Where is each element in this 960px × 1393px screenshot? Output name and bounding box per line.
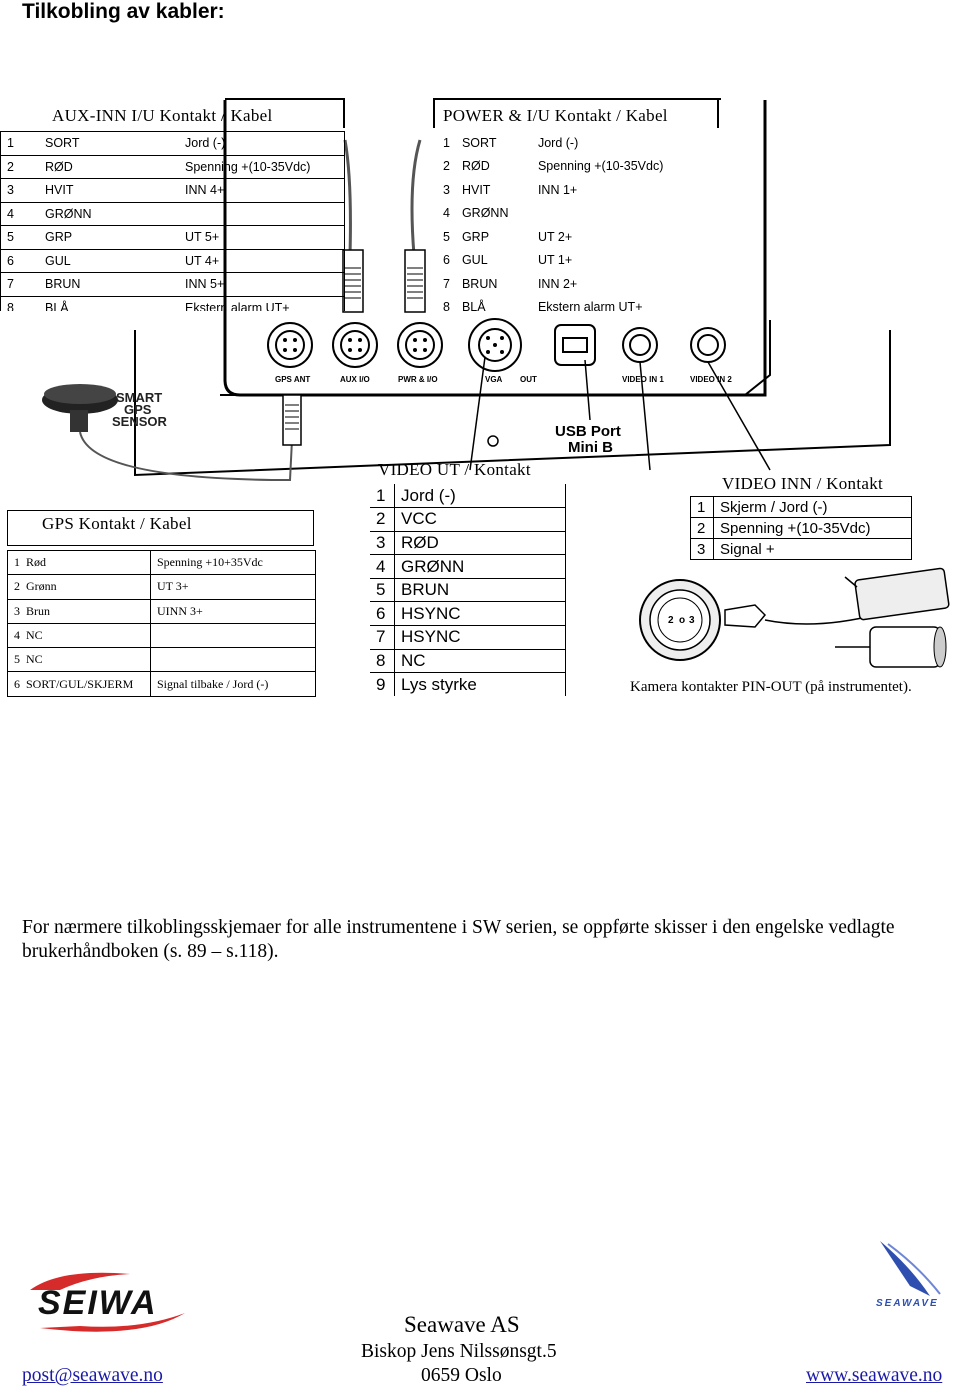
footer-city: 0659 Oslo — [421, 1365, 502, 1386]
connector-label: AUX I/O — [340, 375, 370, 384]
connector-label: VGA — [485, 375, 503, 384]
svg-text:o: o — [679, 615, 685, 626]
gps-table-header: GPS Kontakt / Kabel — [7, 510, 314, 546]
footer-street: Biskop Jens Nilssønsgt.5 — [361, 1341, 557, 1362]
camera-caption: Kamera kontakter PIN-OUT (på instrumente… — [630, 679, 912, 695]
device-connector-diagram: GPS ANT AUX I/O PWR & I/O VGA OUT VIDEO … — [42, 100, 891, 482]
connector-label: GPS ANT — [275, 375, 310, 384]
seiwa-logo: SEIWA — [30, 1272, 185, 1332]
connector-label: OUT — [520, 375, 537, 384]
sensor-label: SENSOR — [112, 414, 168, 429]
camera-connector-illustration: 2 o 3 — [639, 567, 950, 668]
aux-table-header: AUX-INN I/U Kontakt / Kabel — [52, 106, 273, 125]
connector-label: VIDEO IN 1 — [622, 375, 664, 384]
note-paragraph: For nærmere tilkoblingsskjemaer for alle… — [22, 917, 895, 962]
video-out-table-header: VIDEO UT / Kontakt — [378, 460, 531, 479]
sensor-label: GPS — [124, 402, 152, 417]
svg-text:2: 2 — [668, 615, 674, 626]
footer-email-link[interactable]: post@seawave.no — [22, 1365, 163, 1386]
connector-label: PWR & I/O — [398, 375, 438, 384]
connector-label: VIDEO IN 2 — [690, 375, 732, 384]
usb-label: USB Port — [555, 423, 621, 440]
footer-website-link[interactable]: www.seawave.no — [806, 1365, 943, 1386]
svg-text:SEIWA: SEIWA — [38, 1284, 158, 1322]
usb-label: Mini B — [568, 439, 613, 456]
page-title: Tilkobling av kabler: — [22, 0, 225, 23]
seawave-logo: SEAWAVE — [876, 1241, 941, 1309]
power-table-header: POWER & I/U Kontakt / Kabel — [443, 106, 668, 125]
footer-company: Seawave AS — [404, 1312, 520, 1337]
svg-text:3: 3 — [689, 615, 695, 626]
sensor-label: SMART — [116, 390, 162, 405]
gps-ant-connector — [267, 322, 313, 368]
video-in-table-header: VIDEO INN / Kontakt — [722, 474, 884, 493]
svg-text:SEAWAVE: SEAWAVE — [876, 1298, 939, 1309]
